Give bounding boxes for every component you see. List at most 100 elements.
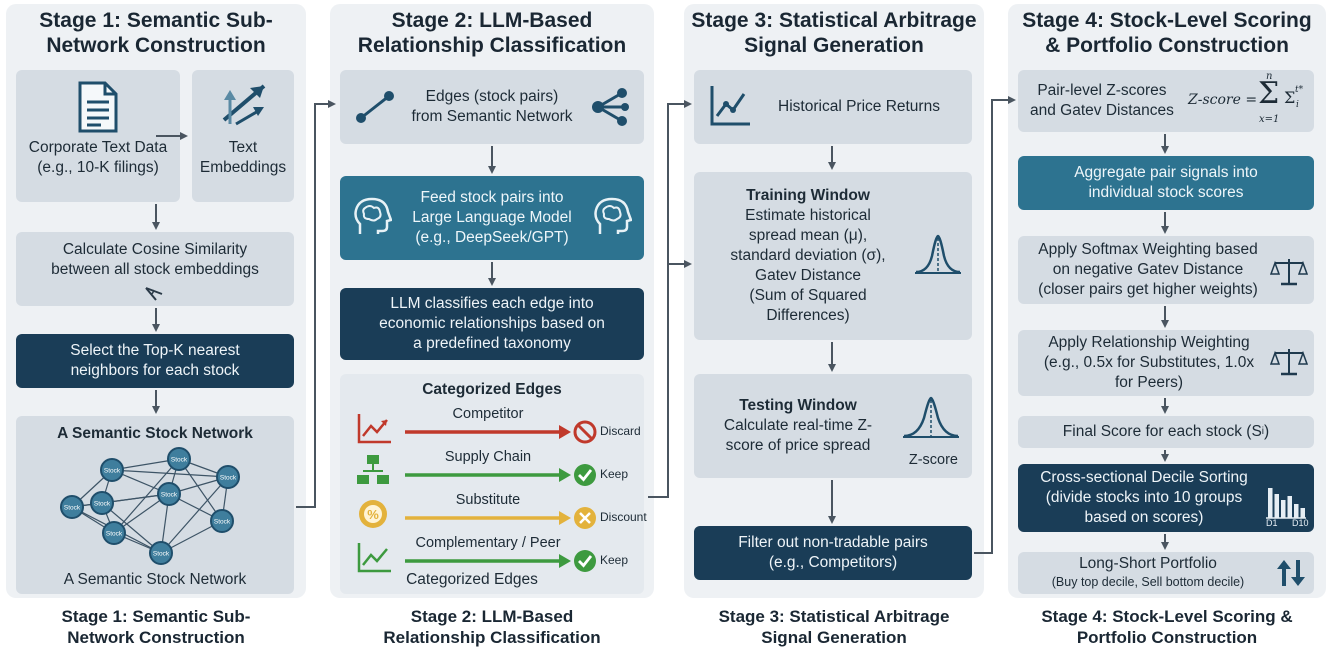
decile-bar [1287, 496, 1292, 518]
semantic-network-box: A Semantic Stock Network [16, 416, 294, 594]
stage4-title: Stage 4: Stock-Level Scoring & Portfolio… [1022, 9, 1312, 57]
training-window-body: Estimate historical spread mean (μ), sta… [730, 207, 886, 324]
relationship-weight-box: Apply Relationship Weighting (e.g., 0.5x… [1018, 330, 1314, 396]
check-circle-icon [574, 464, 596, 486]
aggregate-box: Aggregate pair signals into individual s… [1018, 156, 1314, 210]
line-chart-icon [710, 86, 750, 126]
category-label: Competitor [452, 406, 524, 422]
stage2-footer: Stage 2: LLM-Based Relationship Classifi… [383, 607, 601, 647]
vector-arrows-icon [222, 84, 266, 126]
category-row-2: % [359, 500, 596, 529]
decile-bar [1281, 500, 1286, 518]
final-score-sub: i [1261, 426, 1265, 437]
formula-sum-glyph: Σ [1258, 76, 1280, 111]
cosine-similarity-label: Calculate Cosine Similarity between all … [51, 241, 259, 278]
final-score-label: Final Score for each stock (S [1062, 423, 1262, 440]
feed-llm-label: Feed stock pairs into Large Language Mod… [412, 189, 572, 246]
corporate-text-box: Corporate Text Data (e.g., 10-K filings) [16, 70, 180, 202]
relationship-weight-label: Apply Relationship Weighting (e.g., 0.5x… [1043, 334, 1255, 391]
aggregate-label: Aggregate pair signals into individual s… [1074, 164, 1258, 201]
semantic-network-title: A Semantic Stock Network [57, 425, 253, 442]
decile-d10-label: D10 [1292, 518, 1309, 528]
softmax-label: Apply Softmax Weighting based on negativ… [1038, 241, 1258, 298]
zscore-formula: Z-score = n Σ x=1 Σ t* i [1188, 71, 1312, 130]
decile-bar [1294, 504, 1299, 518]
category-label: Substitute [455, 492, 521, 508]
edges-box: Edges (stock pairs) from Semantic Networ… [340, 70, 644, 144]
historical-returns-label: Historical Price Returns [778, 98, 940, 115]
angle-icon [145, 287, 163, 301]
formula-sum-top: n [1266, 71, 1273, 82]
formula-inner-sup: t* [1295, 85, 1304, 95]
llm-classify-box: LLM classifies each edge into economic r… [340, 288, 644, 360]
document-icon [78, 81, 118, 133]
corporate-text-label: Corporate Text Data (e.g., 10-K filings) [28, 139, 168, 176]
scale-icon [1270, 259, 1308, 286]
decile-bar [1300, 508, 1305, 518]
cosine-similarity-box: Calculate Cosine Similarity between all … [16, 232, 294, 306]
no-entry-icon [573, 420, 597, 444]
categorized-edges-caption: Categorized Edges [406, 571, 538, 588]
brain-head-icon [354, 197, 392, 234]
long-short-title: Long-Short Portfolio [1079, 555, 1217, 572]
check-circle-icon [574, 550, 596, 572]
category-action-label: Discard [600, 424, 641, 438]
zscore-label: Z-score [908, 452, 958, 468]
long-short-box: Long-Short Portfolio (Buy top decile, Se… [1018, 552, 1314, 594]
text-embeddings-box: Text Embeddings [192, 70, 294, 202]
decile-bar [1274, 494, 1279, 518]
org-chart-icon [357, 455, 389, 484]
bell-curve-icon [903, 396, 959, 438]
category-arrowhead [559, 468, 571, 482]
chart-up-icon [357, 543, 391, 573]
testing-window-title: Testing Window [739, 397, 857, 414]
percent-gear-icon: % [359, 500, 387, 528]
category-arrowhead [559, 511, 571, 525]
categorized-edges-title: Categorized Edges [422, 381, 562, 398]
brain-head-icon-right [594, 197, 632, 234]
testing-window-body: Calculate real-time Z- score of price sp… [723, 417, 873, 454]
final-score-end: ) [1264, 423, 1270, 440]
stage3-title: Stage 3: Statistical Arbitrage Signal Ge… [691, 9, 977, 57]
category-label: Complementary / Peer [415, 535, 561, 551]
llm-classify-label: LLM classifies each edge into economic r… [379, 295, 605, 352]
training-window-box: Training Window Estimate historical spre… [694, 172, 972, 340]
long-short-body: (Buy top decile, Sell bottom decile) [1051, 575, 1245, 589]
decile-d1-label: D1 [1266, 518, 1278, 528]
training-window-title: Training Window [746, 187, 870, 204]
category-arrowhead [559, 425, 571, 439]
testing-window-box: Testing Window Calculate real-time Z- sc… [694, 374, 972, 478]
semantic-network-caption: A Semantic Stock Network [63, 571, 247, 588]
edges-label: Edges (stock pairs) from Semantic Networ… [411, 88, 573, 125]
filter-pairs-label: Filter out non-tradable pairs (e.g., Com… [738, 534, 928, 571]
decile-sorting-box: Cross-sectional Decile Sorting (divide s… [1018, 464, 1314, 532]
category-action-label: Keep [600, 467, 629, 481]
stage4-footer: Stage 4: Stock-Level Scoring & Portfolio… [1041, 607, 1293, 647]
formula-inner-sub: i [1296, 100, 1299, 110]
stage1-footer: Stage 1: Semantic Sub- Network Construct… [61, 607, 251, 647]
top-k-label: Select the Top-K nearest neighbors for e… [70, 342, 240, 379]
category-row-0 [357, 414, 597, 444]
pair-level-box: Pair-level Z-scores and Gatev Distances [1018, 70, 1314, 132]
category-row-3 [357, 543, 596, 573]
stage1-title: Stage 1: Semantic Sub- Network Construct… [39, 9, 273, 57]
scale-icon [1270, 349, 1308, 376]
category-action-label: Keep [600, 553, 629, 567]
pair-level-label: Pair-level Z-scores and Gatev Distances [1030, 82, 1174, 119]
up-down-arrows-icon [1277, 560, 1305, 586]
discount-x-icon [574, 507, 596, 529]
top-k-box: Select the Top-K nearest neighbors for e… [16, 334, 294, 388]
category-arrowhead [559, 554, 571, 568]
softmax-box: Apply Softmax Weighting based on negativ… [1018, 236, 1314, 304]
decile-sorting-label: Cross-sectional Decile Sorting (divide s… [1040, 469, 1248, 526]
category-row-1 [357, 455, 596, 486]
category-action-label: Discount [600, 510, 647, 524]
text-embeddings-label: Text Embeddings [199, 139, 287, 176]
share-network-icon [592, 88, 629, 126]
decile-bar [1268, 488, 1273, 518]
formula-lhs: Z-score = [1188, 92, 1258, 108]
category-label: Supply Chain [444, 449, 532, 465]
formula-sum-bottom: x=1 [1259, 114, 1280, 125]
chart-down-icon [357, 414, 391, 444]
